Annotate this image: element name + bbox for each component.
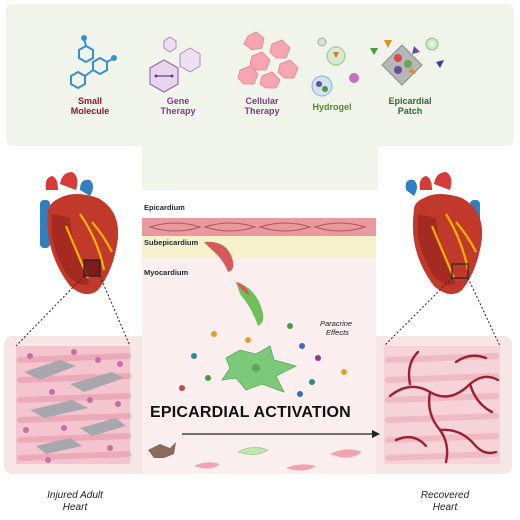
caption-recovered-line2: Heart (432, 502, 458, 513)
caption-injured-line2: Heart (62, 502, 88, 513)
activated-cell-nucleus (252, 364, 260, 372)
label-subepicardium: Subepicardium (144, 238, 199, 247)
therapy-label-epicardial-patch: Epicardial Patch (378, 96, 442, 116)
paracrine-effects-label: Paracrine Effects (320, 319, 352, 337)
hydrogel-icon (311, 37, 359, 97)
epicardial-activation-title: EPICARDIAL ACTIVATION (150, 404, 351, 421)
zoom-line-left-a (15, 275, 85, 347)
therapy-label-epicardial-patch-line2: Patch (397, 106, 423, 116)
zoom-line-right-b (467, 277, 501, 347)
zoom-line-left-b (99, 275, 131, 347)
migrating-cell-upper (204, 241, 234, 272)
caption-recovered-heart: Recovered Heart (400, 490, 490, 514)
therapy-label-gene-therapy-line1: Gene (166, 96, 190, 106)
label-epicardium: Epicardium (144, 203, 185, 212)
therapy-label-hydrogel: Hydrogel (302, 102, 362, 112)
gene-therapy-icon (149, 36, 201, 93)
activation-arrowhead (372, 430, 380, 438)
paracrine-line2: Effects (326, 328, 349, 337)
recovery-zoom-marker (451, 263, 469, 279)
therapy-panel (6, 4, 514, 190)
therapy-label-cellular-therapy-line1: Cellular (245, 96, 279, 106)
paracrine-particles (179, 323, 347, 397)
therapy-label-epicardial-patch-line1: Epicardial (388, 96, 432, 106)
recovered-tissue-panel (384, 346, 500, 464)
caption-injured-line1: Injured Adult (47, 490, 103, 501)
epicardial-patch-icon (370, 37, 444, 86)
small-molecule-icon (70, 35, 117, 90)
recovered-heart-illustration (405, 172, 483, 295)
therapy-label-gene-therapy-line2: Therapy (160, 106, 196, 116)
subepicardium-band (142, 236, 376, 258)
therapy-label-hydrogel-line1: Hydrogel (312, 102, 352, 112)
cell-lineage-row (148, 442, 362, 471)
epicardial-cells (148, 222, 367, 232)
paracrine-line1: Paracrine (320, 319, 353, 328)
caption-injured-heart: Injured Adult Heart (30, 490, 120, 514)
therapy-label-small-molecule-line2: Molecule (70, 106, 110, 116)
therapy-label-small-molecule: Small Molecule (60, 96, 120, 116)
therapy-label-small-molecule-line1: Small (77, 96, 102, 106)
migrating-cell-middle (236, 282, 264, 326)
injury-zoom-marker (83, 259, 101, 277)
caption-recovered-line1: Recovered (420, 490, 470, 501)
cellular-therapy-icon (237, 31, 299, 89)
label-myocardium: Myocardium (144, 268, 189, 277)
zoom-line-right-a (383, 277, 453, 347)
therapy-label-cellular-therapy: Cellular Therapy (232, 96, 292, 116)
therapy-label-cellular-therapy-line2: Therapy (244, 106, 280, 116)
therapy-label-gene-therapy: Gene Therapy (148, 96, 208, 116)
migrating-cell-tip (236, 282, 250, 296)
injured-heart-illustration (40, 172, 119, 295)
injured-tissue-panel (16, 346, 131, 464)
